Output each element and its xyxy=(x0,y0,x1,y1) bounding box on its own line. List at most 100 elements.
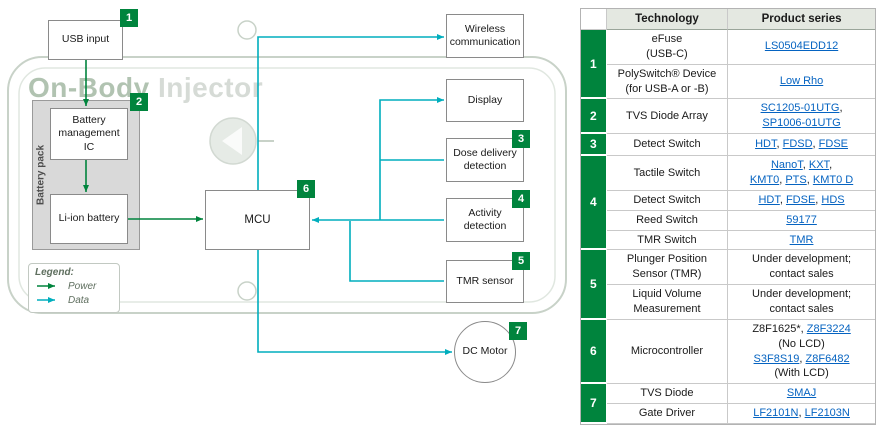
dc-motor-label: DC Motor xyxy=(462,345,508,358)
product-link[interactable]: TMR xyxy=(789,233,814,246)
product-link[interactable]: LS0504EDD12 xyxy=(764,40,839,53)
product-link[interactable]: Z8F6482 xyxy=(805,352,850,365)
product-link[interactable]: FDSD xyxy=(782,138,813,151)
product-text: , xyxy=(798,407,805,420)
data-arrow-icon xyxy=(37,297,55,303)
legend-data-label: Data xyxy=(68,294,90,306)
product-text: , xyxy=(829,159,833,172)
product-text: , xyxy=(776,138,783,151)
tech-cell: TVS Diode Array xyxy=(606,99,729,135)
product-link[interactable]: HDT xyxy=(755,138,777,151)
product-link[interactable]: 59177 xyxy=(786,213,817,226)
dose-delivery-detection-label: Dose delivery detection xyxy=(453,146,517,172)
product-text: , xyxy=(779,174,786,187)
display-label: Display xyxy=(467,93,503,106)
product-text: Under development; xyxy=(752,288,852,301)
mcu-label: MCU xyxy=(244,213,271,226)
table-corner-cell xyxy=(581,9,607,30)
product-text: (With LCD) xyxy=(774,367,829,380)
product-cell: Under development; contact sales xyxy=(728,285,875,320)
product-link[interactable]: S3F8S19 xyxy=(753,352,800,365)
step-badge-6: 6 xyxy=(297,180,315,198)
row-number-cell: 4 xyxy=(581,156,607,251)
device-hole-bottom xyxy=(237,281,257,301)
row-number-cell: 6 xyxy=(581,319,607,385)
tech-cell: Detect Switch xyxy=(606,134,729,157)
wireless-communication-label: Wireless communication xyxy=(449,22,521,48)
product-text: , xyxy=(839,102,843,115)
product-text: Z8F1625*, xyxy=(752,322,807,335)
product-link[interactable]: NanoT xyxy=(770,159,803,172)
tech-cell: Reed Switch xyxy=(606,210,729,231)
power-arrow-icon xyxy=(37,283,55,289)
watermark-bold-text: On-Body xyxy=(28,72,150,103)
product-text: , xyxy=(799,352,806,365)
product-link[interactable]: LF2101N xyxy=(753,407,799,420)
product-cell: Under development; contact sales xyxy=(728,250,875,286)
product-cell: SMAJ xyxy=(728,384,875,405)
wireless-communication-box: Wireless communication xyxy=(446,14,524,58)
product-text: contact sales xyxy=(769,303,834,315)
legend-power-label: Power xyxy=(68,280,97,292)
product-link[interactable]: KXT xyxy=(808,159,830,172)
product-link[interactable]: SMAJ xyxy=(786,387,817,400)
diagram-arrows xyxy=(83,34,452,355)
watermark-light-text: Injector xyxy=(149,72,264,103)
product-link[interactable]: HDT xyxy=(758,193,780,206)
tech-cell: TVS Diode xyxy=(606,384,729,405)
product-cell: 59177 xyxy=(728,211,875,231)
product-text: , xyxy=(779,193,786,206)
product-cell: LF2101N, LF2103N xyxy=(728,404,875,424)
product-link[interactable]: Z8F3224 xyxy=(806,322,851,335)
product-link[interactable]: HDS xyxy=(821,193,845,206)
battery-management-ic-label: Battery management IC xyxy=(58,114,120,153)
product-text: Under development; xyxy=(752,253,852,266)
row-number-cell: 7 xyxy=(581,384,607,424)
data-arrow-mcu-to-dcmotor xyxy=(257,250,452,355)
product-link[interactable]: KMT0 xyxy=(749,174,780,187)
tmr-sensor-label: TMR sensor xyxy=(456,274,514,287)
product-cell: LS0504EDD12 xyxy=(728,30,875,65)
step-badge-7: 7 xyxy=(509,322,527,340)
data-line-tmr-to-mcu xyxy=(349,221,444,282)
tech-cell: eFuse(USB-C) xyxy=(606,30,729,65)
product-link[interactable]: FDSE xyxy=(785,193,816,206)
play-triangle-icon xyxy=(222,127,242,155)
row-number-cell: 5 xyxy=(581,250,607,320)
product-text: (No LCD) xyxy=(778,337,825,350)
product-link[interactable]: SP1006-01UTG xyxy=(762,117,841,130)
data-arrow-mcu-to-display xyxy=(379,97,444,220)
product-text: , xyxy=(815,193,822,206)
product-text: , xyxy=(812,138,819,151)
product-link[interactable]: KMT0 D xyxy=(812,174,854,187)
table-row: PolySwitch® Device(for USB-A or -B)Low R… xyxy=(581,64,875,100)
step-badge-2: 2 xyxy=(130,93,148,111)
product-link[interactable]: PTS xyxy=(785,174,807,187)
header-product-series: Product series xyxy=(728,9,875,30)
product-link[interactable]: Low Rho xyxy=(779,75,824,88)
product-text: contact sales xyxy=(769,268,834,281)
display-box: Display xyxy=(446,79,524,122)
device-outline-graphic xyxy=(7,20,567,314)
usb-input-label: USB input xyxy=(61,33,110,46)
product-link[interactable]: FDSE xyxy=(818,138,849,151)
row-number-cell: 2 xyxy=(581,99,607,135)
product-cell: Low Rho xyxy=(728,65,875,100)
product-cell: Z8F1625*, Z8F3224 (No LCD) S3F8S19, Z8F648… xyxy=(728,320,875,385)
product-link[interactable]: SC1205-01UTG xyxy=(760,102,840,115)
product-cell: NanoT, KXT,KMT0, PTS, KMT0 D xyxy=(728,156,875,191)
product-link[interactable]: LF2103N xyxy=(804,407,850,420)
